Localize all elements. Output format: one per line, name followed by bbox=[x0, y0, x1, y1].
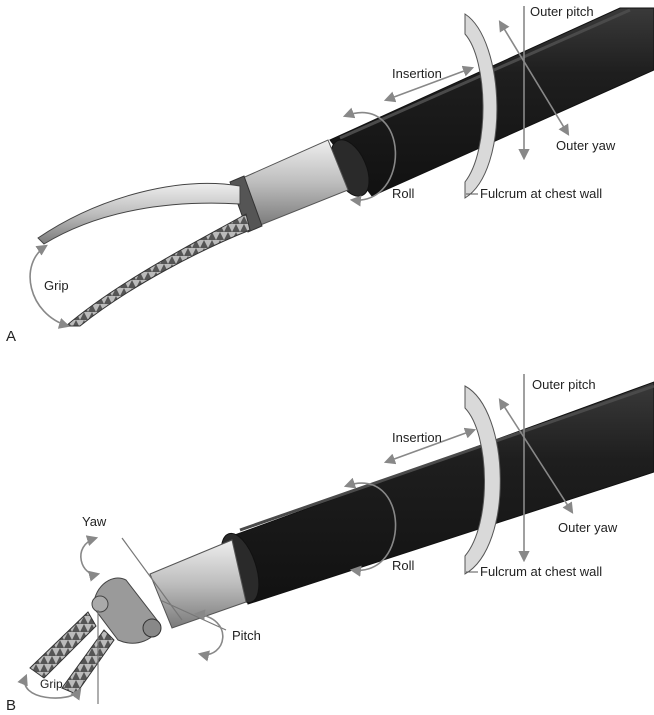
outer-pitch-label: Outer pitch bbox=[532, 377, 596, 392]
fulcrum-label: Fulcrum at chest wall bbox=[480, 564, 602, 579]
pitch-label: Pitch bbox=[232, 628, 261, 643]
roll-arrow bbox=[342, 107, 397, 207]
insertion-label: Insertion bbox=[392, 66, 442, 81]
panel-letter-a: A bbox=[6, 328, 16, 345]
outer-pitch-label: Outer pitch bbox=[530, 4, 594, 19]
outer-yaw-label: Outer yaw bbox=[556, 138, 616, 153]
yaw-arrow bbox=[80, 535, 101, 582]
grip-arrow bbox=[17, 673, 82, 701]
grip-label: Grip bbox=[44, 278, 69, 293]
chest-wall-fulcrum bbox=[464, 13, 498, 199]
chest-wall-fulcrum bbox=[464, 385, 501, 575]
instrument-tip bbox=[37, 139, 349, 327]
pitch-axis-line bbox=[159, 599, 227, 631]
grip-label: Grip bbox=[40, 677, 63, 691]
grip-arrow bbox=[29, 244, 71, 329]
roll-label: Roll bbox=[392, 186, 415, 201]
roll-arrow bbox=[343, 477, 397, 577]
panel-b: Outer pitch Insertion Outer yaw Roll Ful… bbox=[6, 374, 654, 714]
insertion-label: Insertion bbox=[392, 430, 442, 445]
roll-label: Roll bbox=[392, 558, 415, 573]
yaw-axis-line bbox=[121, 537, 183, 621]
panel-a: Outer pitch Insertion Outer yaw Roll Ful… bbox=[6, 4, 654, 345]
insertion-arrow bbox=[383, 427, 477, 465]
instrument-tip bbox=[29, 539, 247, 695]
panel-letter-b: B bbox=[6, 697, 16, 714]
pitch-arrow bbox=[193, 609, 224, 662]
insertion-arrow bbox=[383, 65, 475, 103]
yaw-label: Yaw bbox=[82, 514, 107, 529]
fulcrum-label: Fulcrum at chest wall bbox=[480, 186, 602, 201]
outer-yaw-arrow bbox=[498, 398, 574, 514]
outer-yaw-arrow bbox=[498, 20, 570, 136]
outer-yaw-label: Outer yaw bbox=[558, 520, 618, 535]
